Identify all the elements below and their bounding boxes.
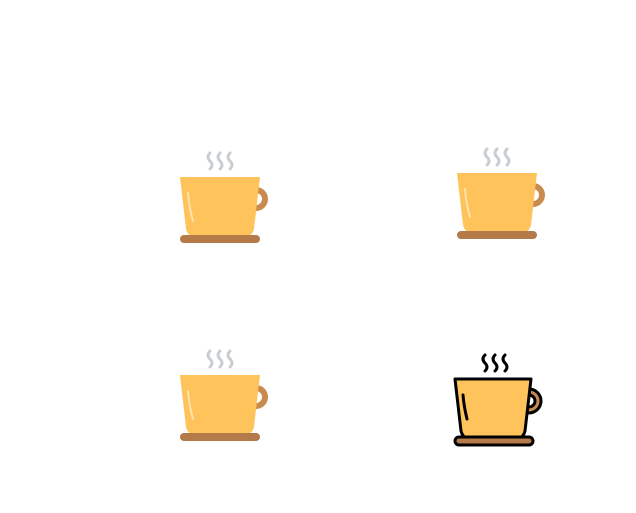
- coffee-cup-icon: [180, 349, 268, 441]
- icon-tile[interactable]: [170, 341, 280, 451]
- coffee-cup-icon: [180, 151, 268, 243]
- icon-tile[interactable]: [447, 345, 557, 455]
- icon-tile[interactable]: [170, 143, 280, 253]
- coffee-cup-icon: [453, 353, 543, 447]
- coffee-cup-icon: [457, 147, 545, 239]
- icon-tile[interactable]: [447, 139, 557, 249]
